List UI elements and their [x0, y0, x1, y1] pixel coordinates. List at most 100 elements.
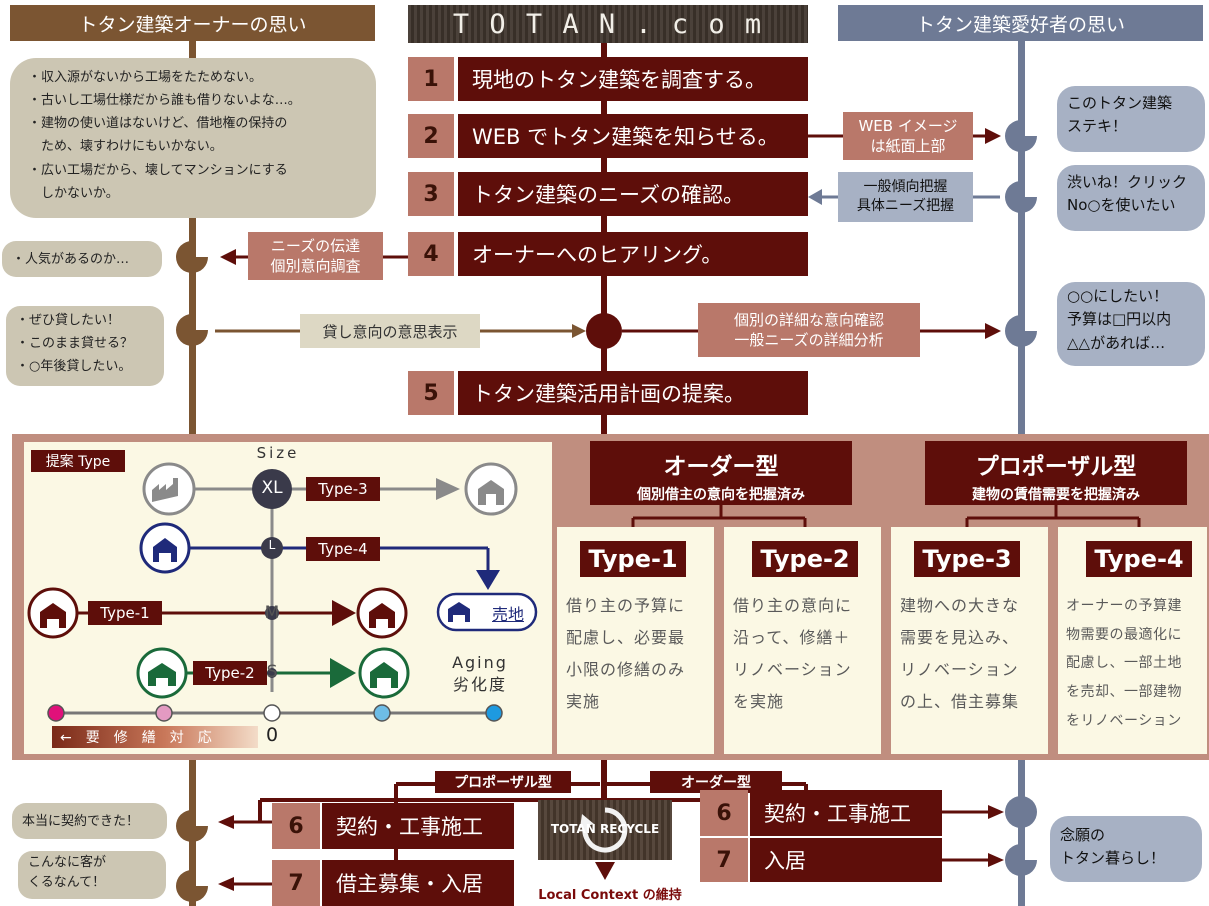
upper-connectors: [176, 120, 1037, 349]
type-3-desc-line: 需要を見込み、: [900, 628, 1020, 647]
note-needs-line: 個別意向調査: [270, 257, 361, 275]
type-1-heading: Type-1: [580, 541, 686, 577]
owner-thoughts-bubble: ・収入源がないから工場をたためない。 ・古いし工場仕様だから誰も借りないよな…。…: [10, 58, 376, 218]
type-2-desc-line: 沿って、修繕＋: [733, 628, 851, 647]
site-title: T O T A N . c o m: [452, 8, 764, 40]
step-3-label: トタン建築のニーズの確認。: [458, 172, 808, 216]
type-3-tag: Type-3: [306, 477, 380, 501]
owner-thought-line: ・建物の使い道はないけど、借地権の保持の: [28, 116, 288, 132]
aging-ja: 劣化度: [452, 674, 507, 694]
left-step-6-number: 6: [272, 803, 320, 849]
type-3-description: 建物への大きな 需要を見込み、 リノベーション の上、借主募集: [900, 590, 1046, 718]
owner-want-line: ・このまま貸せる？: [16, 335, 134, 351]
totan-recycle-image: TOTAN RECYCLE: [538, 800, 672, 860]
fan-bubble-nice: このトタン建築 ステキ！: [1057, 86, 1205, 152]
owner-cust-line: くるなんて！: [28, 875, 106, 891]
fan-click-line: No○を使いたい: [1067, 196, 1176, 215]
fan-wish-line: ○○にしたい！: [1067, 287, 1169, 305]
owner-thought-line: ・古いし工場仕様だから誰も借りないよな…。: [28, 93, 301, 109]
owner-bubble-want-rent: ・ぜひ貸したい！ ・このまま貸せる？ ・○年後貸したい。: [6, 306, 164, 386]
type-1-desc-line: 実施: [566, 692, 601, 711]
owner-thought-line: ため、壊すわけにもいかない。: [28, 139, 223, 155]
type-3-desc-line: リノベーション: [900, 660, 1019, 679]
type-2-desc-line: リノベーション: [733, 660, 852, 679]
note-web-line: WEB イメージ: [858, 116, 958, 135]
size-xl-label: XL: [261, 478, 283, 498]
fan-dream-line: トタン暮らし！: [1060, 849, 1166, 868]
note-needs-line: ニーズの伝達: [270, 236, 361, 255]
type-2-desc-line: を実施: [733, 692, 785, 711]
note-rent-intent: 貸し意向の意思表示: [300, 314, 480, 348]
recycle-down-arrow: [595, 862, 615, 880]
type-4-desc-line: をリノベーション: [1066, 712, 1182, 729]
owner-thought-line: ・広い工場だから、壊してマンションにする: [28, 162, 288, 178]
type-3-desc-line: の上、借主募集: [900, 692, 1020, 711]
type-2-desc-line: 借り主の意向に: [733, 596, 853, 615]
fan-dream-line: 念願の: [1060, 826, 1106, 844]
note-general-grasp: 一般傾向把握 具体ニーズ把握: [838, 172, 973, 222]
left-step-7-label: 借主募集・入居: [322, 860, 514, 906]
type-2-description: 借り主の意向に 沿って、修繕＋ リノベーション を実施: [733, 590, 879, 718]
owner-thought-line: ・収入源がないから工場をたためない。: [28, 70, 263, 85]
left-step-6-label: 契約・工事施工: [322, 803, 514, 849]
proposal-type-tag: 提案 Type: [31, 450, 125, 472]
step-5-label: トタン建築活用計画の提案。: [458, 371, 808, 415]
fan-wish-line: 予算は□円以内: [1067, 310, 1172, 329]
order-type-title: オーダー型 個別借主の意向を把握済み: [590, 441, 852, 505]
site-title-banner: T O T A N . c o m: [408, 5, 808, 43]
proposal-type-diagram: [27, 462, 538, 722]
right-step-7-label: 入居: [750, 838, 942, 882]
step-2-label: WEB でトタン建築を知らせる。: [458, 114, 808, 158]
step-1-number: 1: [408, 57, 454, 101]
owner-want-line: ・○年後貸したい。: [16, 358, 132, 374]
size-s-label: S: [266, 662, 278, 682]
type-1-desc-line: 配慮し、必要最: [566, 628, 686, 647]
fan-bubble-wish: ○○にしたい！ 予算は□円以内 △△があれば…: [1057, 282, 1205, 366]
note-web-image: WEB イメージ は紙面上部: [843, 112, 973, 160]
recycle-icon: [580, 807, 628, 853]
type-2-tag: Type-2: [193, 661, 267, 685]
owner-lane-header: トタン建築オーナーの思い: [10, 5, 375, 41]
right-step-6-number: 6: [700, 790, 748, 836]
order-type-sub: 個別借主の意向を把握済み: [637, 487, 805, 503]
proposal-type-tab: プロポーザル型: [435, 771, 571, 793]
type-2-heading: Type-2: [752, 541, 858, 577]
note-detail-line: 一般ニーズの詳細分析: [734, 331, 884, 349]
type-4-tag: Type-4: [306, 537, 380, 561]
note-grasp-line: 一般傾向把握: [863, 179, 948, 196]
note-web-line: は紙面上部: [870, 137, 946, 155]
owner-bubble-customers: こんなに客が くるなんて！: [18, 851, 166, 899]
owner-want-line: ・ぜひ貸したい！: [16, 313, 121, 328]
fan-click-line: 渋いね！クリック: [1067, 173, 1188, 191]
owner-thought-line: しかないか。: [28, 185, 119, 201]
type-4-desc-line: を売却、一部建物: [1066, 684, 1182, 701]
zero-label: 0: [266, 724, 279, 746]
size-m-label: M: [264, 603, 280, 623]
proposal-type-title: プロポーザル型 建物の賃借需要を把握済み: [925, 441, 1187, 505]
step-4-label: オーナーへのヒアリング。: [458, 232, 808, 276]
note-detail-line: 個別の詳細な意向確認: [733, 310, 884, 329]
step-1-label: 現地のトタン建築を調査する。: [458, 57, 808, 101]
size-l-label: L: [268, 538, 276, 552]
aging-label: Aging 劣化度: [440, 652, 520, 695]
note-needs-transfer: ニーズの伝達 個別意向調査: [248, 232, 383, 280]
fan-lane-header: トタン建築愛好者の思い: [838, 5, 1203, 41]
fan-bubble-click: 渋いね！クリック No○を使いたい: [1057, 165, 1205, 231]
type-1-description: 借り主の予算に 配慮し、必要最 小限の修繕のみ 実施: [566, 590, 712, 718]
order-type-name: オーダー型: [663, 454, 779, 480]
fan-nice-line: ステキ！: [1067, 117, 1128, 136]
proposal-type-name: プロポーザル型: [975, 454, 1137, 480]
owner-cust-line: こんなに客が: [28, 855, 107, 870]
type-3-heading: Type-3: [914, 541, 1020, 577]
note-detail-check: 個別の詳細な意向確認 一般ニーズの詳細分析: [698, 303, 920, 357]
note-grasp-line: 具体ニーズ把握: [856, 198, 955, 214]
step-4-number: 4: [408, 232, 454, 276]
type-4-desc-line: 配慮し、一部土地: [1066, 655, 1182, 672]
left-step-7-number: 7: [272, 860, 320, 906]
fan-bubble-dream: 念願の トタン暮らし！: [1050, 816, 1202, 882]
fan-nice-line: このトタン建築: [1067, 94, 1173, 112]
type-4-heading: Type-4: [1086, 541, 1192, 577]
recycle-label: TOTAN RECYCLE: [550, 822, 660, 836]
order-type-tab: オーダー型: [650, 771, 782, 793]
sell-land-label: 売地: [492, 605, 525, 624]
